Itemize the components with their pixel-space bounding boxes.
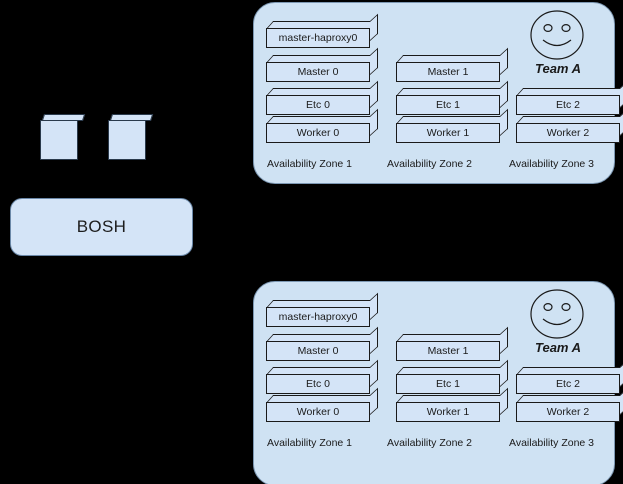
- box-side-face: [370, 108, 378, 136]
- server-label: Etc 0: [306, 99, 330, 111]
- server-label: Etc 1: [436, 378, 460, 390]
- team-name-label: Team A: [535, 340, 581, 355]
- server-worker-0[interactable]: Worker 0: [266, 387, 378, 422]
- artifact-body-face: [40, 120, 78, 160]
- server-label: Worker 1: [426, 406, 470, 418]
- server-master-haproxy0[interactable]: master-haproxy0: [266, 13, 378, 48]
- server-etc-0[interactable]: Etc 0: [266, 80, 378, 115]
- box-front-face: master-haproxy0: [266, 307, 370, 327]
- server-master-1[interactable]: Master 1: [396, 326, 508, 361]
- box-front-face: master-haproxy0: [266, 28, 370, 48]
- server-label: Master 0: [297, 66, 339, 78]
- server-label: master-haproxy0: [278, 32, 358, 44]
- server-worker-2[interactable]: Worker 2: [516, 387, 623, 422]
- availability-zone-2-label: Availability Zone 2: [387, 158, 473, 170]
- server-etc-0[interactable]: Etc 0: [266, 359, 378, 394]
- server-label: Worker 0: [296, 406, 340, 418]
- bosh-label: BOSH: [76, 217, 127, 236]
- box-side-face: [500, 80, 508, 108]
- server-label: Master 0: [297, 345, 339, 357]
- box-side-face: [500, 326, 508, 354]
- availability-zone-1-label: Availability Zone 1: [267, 437, 353, 449]
- artifact-body-face: [108, 120, 146, 160]
- server-label: Worker 2: [546, 406, 590, 418]
- availability-zone-3-label: Availability Zone 3: [509, 158, 595, 170]
- box-side-face: [370, 387, 378, 415]
- server-label: Etc 0: [306, 378, 330, 390]
- box-side-face: [370, 13, 378, 41]
- server-label: Etc 2: [556, 99, 580, 111]
- server-etc-2[interactable]: Etc 2: [516, 80, 623, 115]
- server-etc-1[interactable]: Etc 1: [396, 359, 508, 394]
- box-front-face: Worker 0: [266, 123, 370, 143]
- box-front-face: Worker 1: [396, 123, 500, 143]
- box-front-face: Etc 1: [396, 374, 500, 394]
- server-label: Worker 1: [426, 127, 470, 139]
- box-side-face: [370, 47, 378, 75]
- server-worker-1[interactable]: Worker 1: [396, 108, 508, 143]
- box-side-face: [370, 292, 378, 320]
- availability-zone-3-label: Availability Zone 3: [509, 437, 595, 449]
- box-side-face: [500, 359, 508, 387]
- box-front-face: Etc 2: [516, 95, 620, 115]
- box-side-face: [500, 47, 508, 75]
- team-panel-bottom[interactable]: master-haproxy0 Master 0 Master 1 Etc 0: [253, 281, 623, 484]
- server-label: master-haproxy0: [278, 311, 358, 323]
- bosh-node[interactable]: BOSH: [10, 198, 193, 256]
- box-front-face: Worker 1: [396, 402, 500, 422]
- box-front-face: Etc 0: [266, 374, 370, 394]
- box-side-face: [370, 80, 378, 108]
- availability-zone-2-label: Availability Zone 2: [387, 437, 473, 449]
- server-master-1[interactable]: Master 1: [396, 47, 508, 82]
- box-side-face: [500, 108, 508, 136]
- server-master-0[interactable]: Master 0: [266, 326, 378, 361]
- box-front-face: Worker 0: [266, 402, 370, 422]
- box-side-face: [500, 387, 508, 415]
- box-front-face: Etc 2: [516, 374, 620, 394]
- box-front-face: Etc 0: [266, 95, 370, 115]
- server-master-0[interactable]: Master 0: [266, 47, 378, 82]
- server-worker-1[interactable]: Worker 1: [396, 387, 508, 422]
- box-front-face: Master 1: [396, 62, 500, 82]
- box-front-face: Master 1: [396, 341, 500, 361]
- box-side-face: [370, 326, 378, 354]
- server-master-haproxy0[interactable]: master-haproxy0: [266, 292, 378, 327]
- smiley-face-icon: [530, 289, 584, 339]
- server-label: Etc 1: [436, 99, 460, 111]
- server-label: Worker 2: [546, 127, 590, 139]
- box-front-face: Worker 2: [516, 123, 620, 143]
- server-etc-2[interactable]: Etc 2: [516, 359, 623, 394]
- server-label: Etc 2: [556, 378, 580, 390]
- server-label: Master 1: [427, 345, 469, 357]
- box-side-face: [370, 359, 378, 387]
- box-front-face: Etc 1: [396, 95, 500, 115]
- server-worker-0[interactable]: Worker 0: [266, 108, 378, 143]
- box-front-face: Master 0: [266, 62, 370, 82]
- smiley-face-icon: [530, 10, 584, 60]
- team-panel-top[interactable]: master-haproxy0 Master 0 Master 1 Etc 0: [253, 2, 623, 184]
- availability-zone-1-label: Availability Zone 1: [267, 158, 353, 170]
- server-etc-1[interactable]: Etc 1: [396, 80, 508, 115]
- server-label: Worker 0: [296, 127, 340, 139]
- box-front-face: Worker 2: [516, 402, 620, 422]
- box-front-face: Master 0: [266, 341, 370, 361]
- server-label: Master 1: [427, 66, 469, 78]
- team-name-label: Team A: [535, 61, 581, 76]
- server-worker-2[interactable]: Worker 2: [516, 108, 623, 143]
